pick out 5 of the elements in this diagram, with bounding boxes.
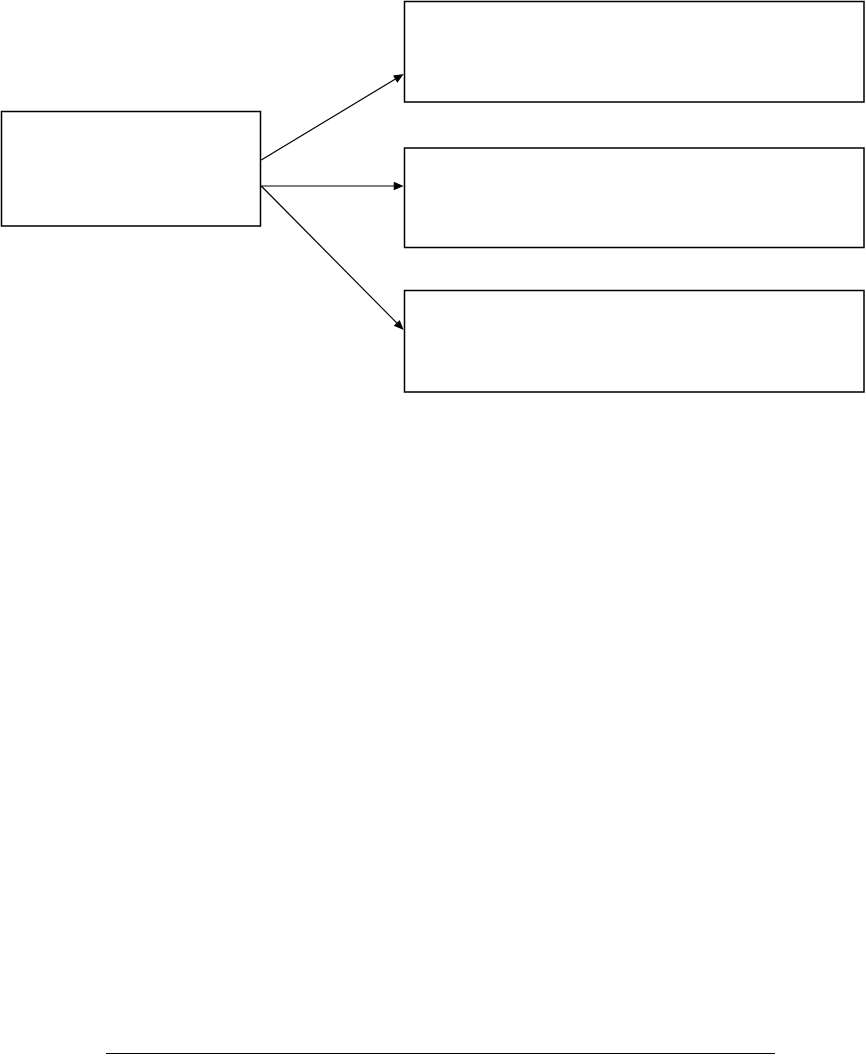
empty-box bbox=[403, 0, 865, 103]
empty-box bbox=[403, 289, 865, 393]
empty-box bbox=[0, 110, 262, 227]
empty-box bbox=[403, 147, 865, 249]
arrow bbox=[260, 185, 404, 330]
